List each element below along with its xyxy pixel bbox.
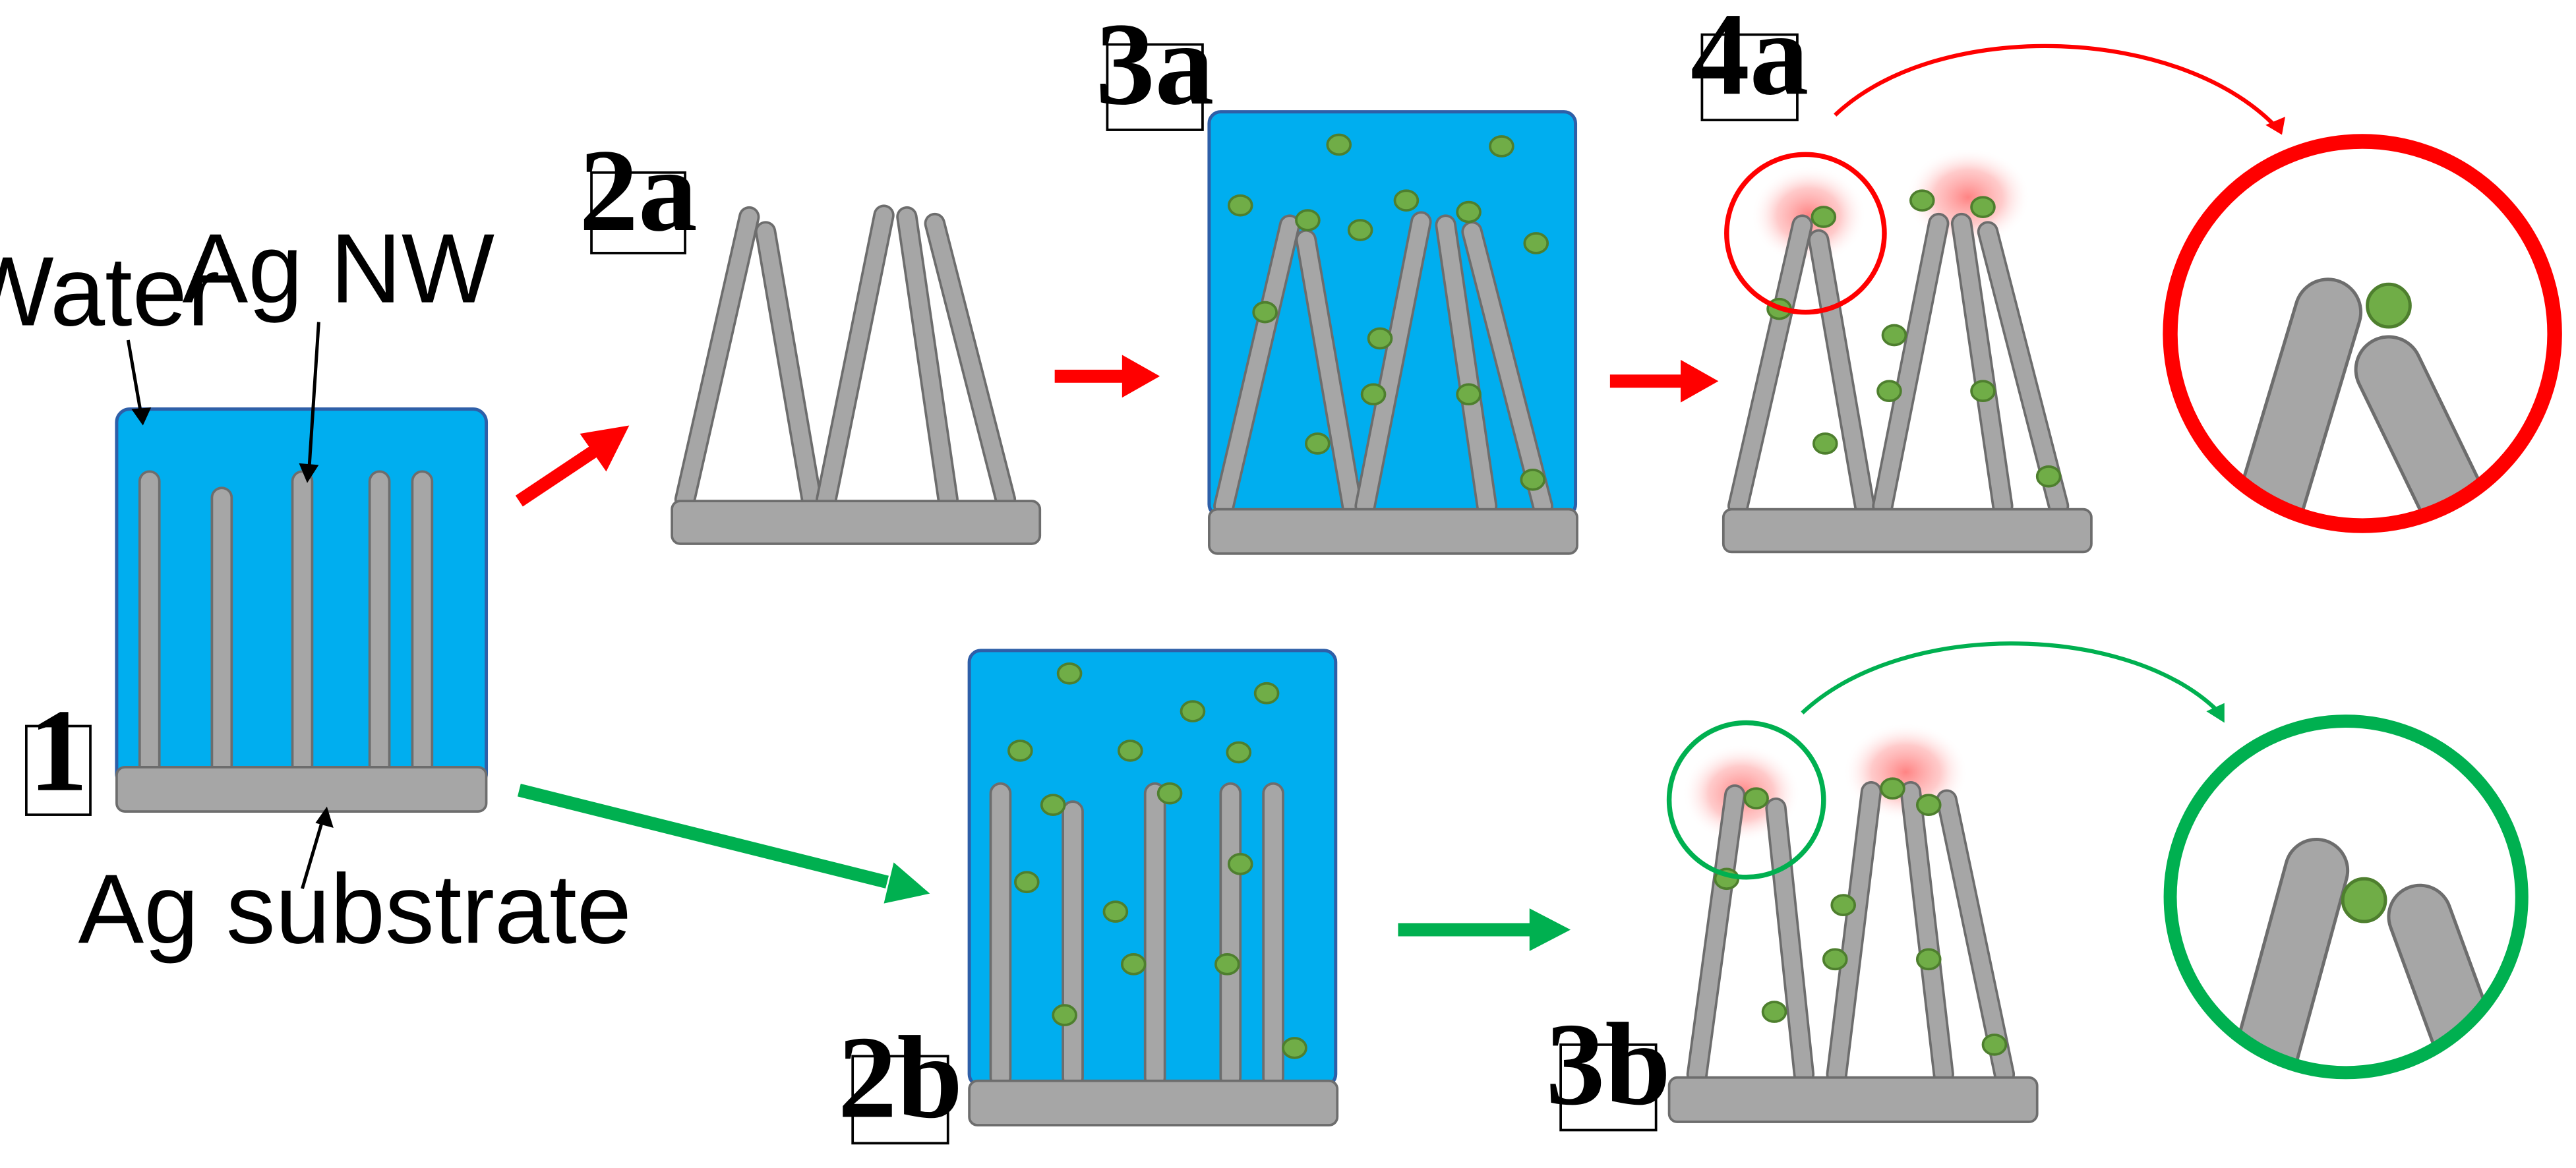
ag-nw-pointer (307, 322, 320, 473)
nanowire (1143, 782, 1166, 1089)
ag-substrate (115, 765, 488, 813)
step-label-4a: 4a (1691, 0, 1809, 119)
zoom-arrow-head (2265, 117, 2285, 135)
nanowire (989, 782, 1012, 1089)
nanowire (368, 470, 391, 777)
nanowire (210, 486, 233, 777)
ag-substrate (1722, 508, 2093, 554)
ag-substrate (968, 1079, 1339, 1126)
step-label-box (1700, 33, 1799, 121)
zoom-circle-border (2163, 715, 2529, 1080)
step-label-box (24, 724, 92, 816)
zoom-highlight-ring (1666, 720, 1826, 880)
water-pointer (126, 339, 143, 417)
particles (1766, 189, 2062, 488)
arrow-1-to-2a (515, 425, 630, 507)
zoom-detail-a (2163, 134, 2562, 533)
panel-3b: 3b (1546, 641, 2225, 1132)
particle (2366, 282, 2412, 329)
nanowire (1219, 782, 1242, 1089)
ag-substrate-pointer-head (315, 806, 334, 829)
particles (1007, 662, 1307, 1059)
ag-nw-pointer-head (299, 463, 319, 483)
arrow-3a-to-4a (1609, 359, 1719, 403)
particles (1227, 133, 1549, 491)
ag-substrate-pointer (301, 815, 326, 889)
step-label-box (851, 1055, 949, 1145)
ag-substrate-label: Ag substrate (78, 854, 632, 964)
arrow-2a-to-3a (1054, 355, 1160, 398)
hotspot (1751, 165, 1867, 265)
step-label-3a: 3a (1096, 0, 1214, 129)
ag-substrate (1208, 508, 1578, 555)
step-label-box (1106, 43, 1204, 131)
panel-4a: 4a (1691, 0, 2285, 554)
nanowire-group (1213, 211, 1553, 517)
panel-2a: 2a (579, 125, 1042, 545)
zoom-detail-b (2163, 715, 2529, 1080)
nanowire-group (1686, 781, 2016, 1085)
zoom-arrow (1834, 44, 2282, 133)
panel-2b: 2b (838, 649, 1339, 1145)
nanowire (1262, 782, 1284, 1089)
step-label-box (1559, 1043, 1658, 1132)
step-label-2a: 2a (579, 125, 697, 256)
ag-substrate (1667, 1076, 2039, 1123)
nanowire-group (1727, 212, 2070, 517)
panel-3a: 3a (1096, 0, 1578, 555)
nanowire (1062, 800, 1084, 1089)
arrow-2b-to-3b (1398, 908, 1571, 951)
step-label-1: 1 (29, 685, 88, 816)
panel-1: 1 Water Ag NW Ag substrate (0, 214, 632, 964)
nanowire (138, 470, 161, 777)
arrow-1-to-2b (517, 784, 930, 904)
particle (2341, 877, 2387, 923)
zoom-arrow (1801, 641, 2223, 716)
water-label: Water (0, 237, 220, 347)
step-label-2b: 2b (838, 1012, 963, 1143)
zoom-highlight-ring (1724, 152, 1887, 315)
step-label-3b: 3b (1546, 999, 1671, 1130)
ag-substrate (671, 500, 1042, 545)
zoom-arrow-head (2206, 703, 2225, 723)
water-pointer-head (131, 407, 152, 426)
ag-nw-label: Ag NW (183, 214, 494, 324)
nanowire (411, 470, 434, 777)
nanowire (291, 470, 314, 777)
step-label-box (590, 171, 686, 254)
zoom-circle-border (2163, 134, 2562, 533)
